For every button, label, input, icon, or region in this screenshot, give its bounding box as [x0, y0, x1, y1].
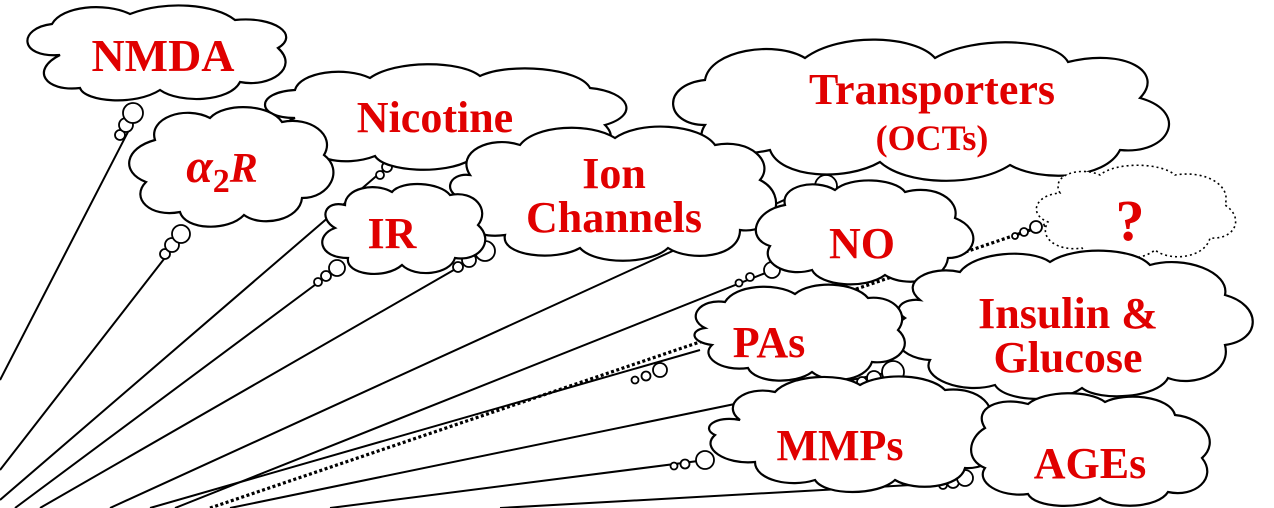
label-alpha2r-alpha: α	[186, 140, 214, 193]
bubble	[695, 450, 715, 470]
bubble	[679, 458, 691, 470]
connector-pas	[149, 349, 701, 508]
bubble	[328, 259, 346, 277]
label-nicotine: Nicotine	[357, 93, 513, 142]
connector-lines	[0, 127, 1046, 508]
bubble	[375, 170, 385, 180]
connector-alpha2r	[0, 231, 186, 471]
bubble	[171, 224, 191, 244]
label-mmps: MMPs	[776, 421, 903, 470]
bubble	[1011, 232, 1019, 240]
bubble	[313, 277, 323, 287]
bubble	[734, 278, 744, 288]
label-insulin-glucose-line1: Insulin &	[978, 289, 1158, 338]
cloud-unknown	[1035, 164, 1237, 261]
cloud-pas	[693, 283, 906, 382]
label-ages: AGEs	[1034, 439, 1146, 488]
bubble	[452, 261, 464, 273]
cloud-transporters	[672, 38, 1170, 182]
connector-ages	[499, 481, 966, 508]
label-ir: IR	[368, 209, 418, 258]
bubble	[1029, 220, 1043, 234]
connector-ir	[14, 269, 336, 508]
label-ion-channels-line2: Channels	[526, 193, 702, 242]
bubble	[1019, 227, 1029, 237]
label-alpha2r-sub: 2	[213, 163, 230, 200]
connector-mmps	[329, 459, 707, 508]
bubble	[320, 270, 332, 282]
label-transporters-line1: Transporters	[809, 65, 1055, 114]
label-no: NO	[829, 219, 895, 268]
bubble	[122, 102, 144, 124]
connector-nmda	[0, 127, 131, 381]
bubble	[652, 362, 668, 378]
bubble	[640, 370, 652, 382]
cloud-ion-channels	[448, 125, 778, 262]
bubble	[669, 461, 679, 471]
cloud-ir	[321, 182, 487, 275]
cloud-insulin-glucose	[893, 249, 1254, 401]
connector-no	[174, 269, 774, 508]
label-pas: PAs	[733, 318, 806, 367]
bubble	[630, 375, 640, 385]
cloud-ages	[970, 392, 1211, 507]
connector-unknown	[209, 223, 1046, 508]
cloud-nmda	[26, 4, 288, 102]
cloud-no	[754, 179, 975, 286]
bubble	[159, 248, 171, 260]
label-alpha2r-r: R	[229, 146, 258, 192]
label-unknown: ?	[1116, 188, 1145, 253]
label-insulin-glucose-line2: Glucose	[993, 333, 1142, 382]
label-nmda: NMDA	[91, 30, 234, 81]
cloud-alpha2r	[128, 106, 335, 228]
cloud-labels: NMDA α2R Nicotine IR Ion Channels Transp…	[91, 30, 1157, 488]
label-transporters-line2: (OCTs)	[876, 118, 989, 158]
cloud-mmps	[707, 375, 1000, 494]
bubble	[745, 272, 755, 282]
label-alpha2r: α2R	[186, 140, 258, 200]
label-ion-channels-line1: Ion	[582, 149, 646, 198]
connector-ion-channels	[39, 247, 493, 508]
